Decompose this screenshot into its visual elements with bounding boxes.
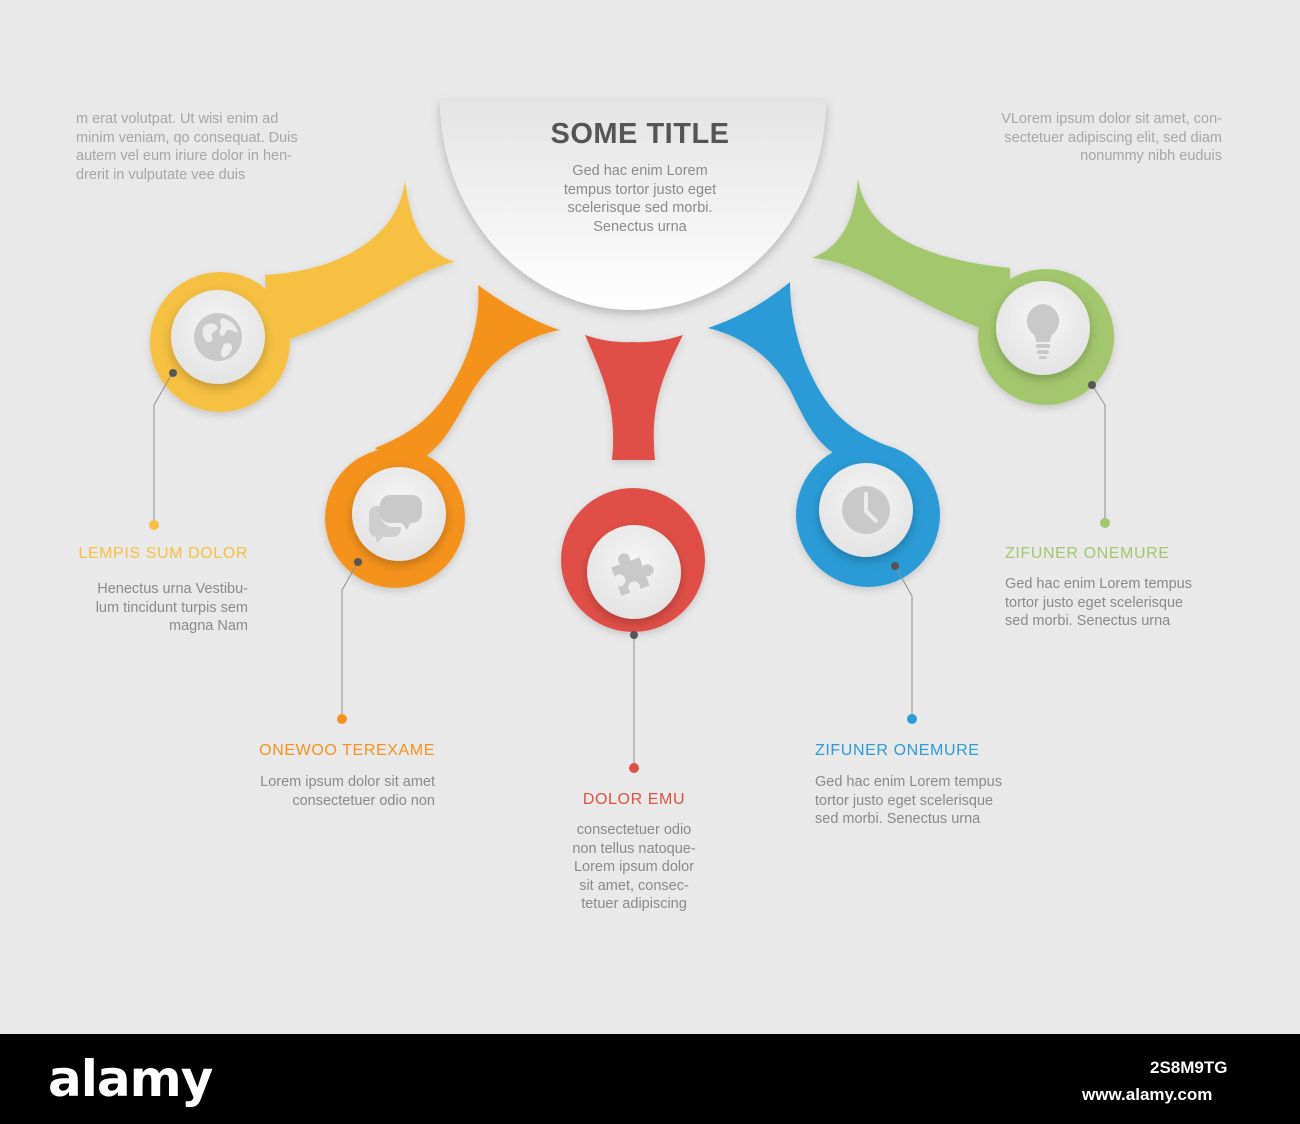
- yellow-arm: [265, 180, 455, 345]
- blue-arm: [708, 282, 888, 465]
- item-text-line: sit amet, consec-: [579, 877, 689, 894]
- item-text-line: non tellus natoque-: [572, 840, 696, 857]
- item-text-yellow: Henectus urna Vestibu- lum tincidunt tur…: [40, 580, 248, 636]
- item-text-green: Ged hac enim Lorem tempus tortor justo e…: [1005, 575, 1245, 631]
- item-heading-yellow: LEMPIS SUM DOLOR: [78, 545, 248, 562]
- center-text-line: scelerisque sed morbi.: [567, 200, 713, 216]
- clock-icon: [842, 486, 890, 534]
- item-text-line: Ged hac enim Lorem tempus: [1005, 576, 1192, 592]
- green-connector: [1088, 381, 1110, 528]
- item-text-line: tortor justo eget scelerisque: [1005, 594, 1184, 611]
- item-text-line: magna Nam: [169, 618, 248, 634]
- paragraph-line: drerit in vulputate vee duis: [76, 166, 246, 183]
- center-text-line: Senectus urna: [593, 218, 687, 235]
- center-semicircle: [440, 100, 826, 310]
- blue-connector: [891, 562, 917, 724]
- item-text-line: lum tincidunt turpis sem: [95, 599, 248, 616]
- item-heading-blue: ZIFUNER ONEMURE: [815, 742, 980, 759]
- item-text-line: consectetuer odio: [576, 822, 692, 838]
- footer-bar: [0, 1034, 1300, 1124]
- item-text-line: Henectus urna Vestibu-: [97, 581, 248, 597]
- top-right-paragraph: VLorem ipsum dolor sit amet, con- sectet…: [962, 110, 1222, 166]
- item-text-orange: Lorem ipsum dolor sit amet consectetuer …: [215, 773, 435, 810]
- center-text-line: tempus tortor justo eget: [563, 181, 717, 198]
- yellow-connector: [149, 369, 177, 530]
- speech-bubbles-icon: [368, 495, 422, 543]
- item-text-line: sed morbi. Senectus urna: [815, 811, 981, 827]
- center-text-line: Ged hac enim Lorem: [572, 163, 708, 179]
- item-text-line: sed morbi. Senectus urna: [1005, 613, 1171, 629]
- paragraph-line: VLorem ipsum dolor sit amet, con-: [1001, 111, 1222, 127]
- item-heading-orange: ONEWOO TEREXAME: [259, 742, 435, 759]
- top-left-paragraph: m erat volutpat. Ut wisi enim ad minim v…: [76, 110, 336, 184]
- puzzle-icon: [611, 553, 654, 596]
- paragraph-line: autem vel eum iriure dolor in hen-: [76, 148, 292, 164]
- item-text-red: consectetuer odio non tellus natoque- Lo…: [534, 821, 734, 914]
- site-url: www.alamy.com: [1082, 1085, 1213, 1104]
- item-text-blue: Ged hac enim Lorem tempus tortor justo e…: [815, 773, 1045, 829]
- lightbulb-icon: [1026, 304, 1060, 359]
- item-heading-green: ZIFUNER ONEMURE: [1005, 545, 1170, 562]
- item-text-line: tortor justo eget scelerisque: [815, 792, 994, 809]
- paragraph-line: sectetuer adipiscing elit, sed diam: [1004, 129, 1222, 146]
- item-text-line: Lorem ipsum dolor: [573, 859, 695, 875]
- center-text: Ged hac enim Lorem tempus tortor justo e…: [540, 162, 740, 236]
- globe-icon: [194, 313, 242, 361]
- diagram-graphics: [149, 100, 1114, 773]
- orange-arm: [375, 285, 560, 470]
- item-text-line: Lorem ipsum dolor sit amet: [260, 774, 435, 790]
- item-text-line: tetuer adipiscing: [581, 896, 687, 912]
- item-text-line: Ged hac enim Lorem tempus: [815, 774, 1002, 790]
- brand-logo: alamy: [48, 1050, 213, 1108]
- red-connector: [629, 631, 639, 773]
- orange-branch: [325, 285, 560, 588]
- item-heading-red: DOLOR EMU: [582, 791, 686, 808]
- paragraph-line: minim veniam, qo consequat. Duis: [76, 129, 298, 146]
- infographic: SOME TITLE Ged hac enim Lorem tempus tor…: [40, 100, 1245, 914]
- item-text-line: consectetuer odio non: [292, 792, 435, 809]
- paragraph-line: m erat volutpat. Ut wisi enim ad: [76, 111, 279, 127]
- center-title: SOME TITLE: [550, 118, 730, 150]
- orange-connector: [337, 558, 362, 724]
- image-id: 2S8M9TG: [1150, 1058, 1228, 1077]
- green-arm: [812, 178, 1010, 338]
- paragraph-line: nonummy nibh euduis: [1080, 148, 1222, 164]
- blue-branch: [708, 282, 940, 587]
- red-arm: [585, 335, 683, 460]
